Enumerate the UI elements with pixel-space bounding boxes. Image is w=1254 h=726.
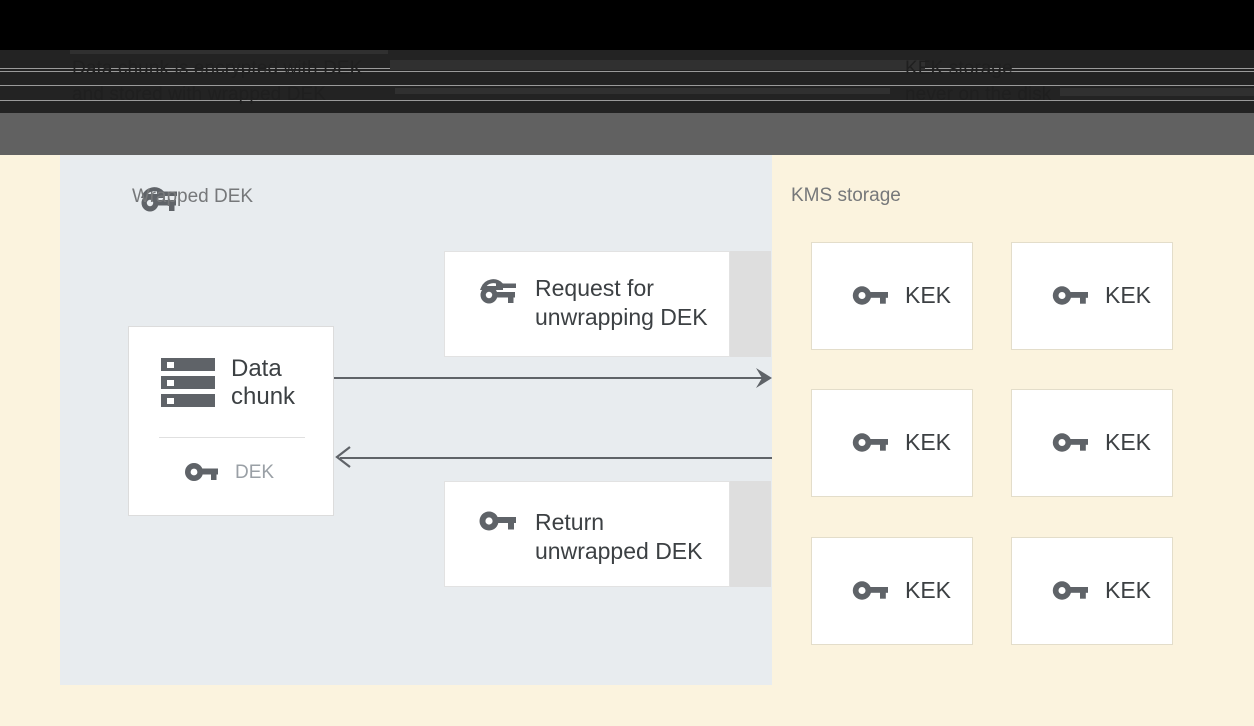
return-arrow-line bbox=[340, 457, 772, 459]
wrapped-key-icon bbox=[138, 183, 178, 213]
key-icon bbox=[185, 461, 219, 483]
data-chunk-row: Data chunk bbox=[161, 355, 295, 411]
request-arrow-head bbox=[754, 367, 774, 389]
kek-card[interactable]: KEK bbox=[1011, 537, 1173, 645]
kek-card[interactable]: KEK bbox=[811, 242, 973, 350]
kek-card[interactable]: KEK bbox=[811, 537, 973, 645]
banner-streak bbox=[395, 88, 890, 94]
kek-row: KEK bbox=[1051, 430, 1151, 455]
return-message-row: Return unwrapped DEK bbox=[477, 508, 703, 566]
dek-label: DEK bbox=[235, 461, 275, 483]
dek-row: DEK bbox=[185, 461, 274, 483]
key-icon bbox=[851, 283, 889, 308]
kek-label: KEK bbox=[905, 577, 952, 603]
kek-label: KEK bbox=[905, 429, 952, 455]
banner-streak bbox=[70, 50, 388, 54]
storage-icon bbox=[161, 355, 215, 411]
kek-label: KEK bbox=[1105, 577, 1152, 603]
kek-row: KEK bbox=[851, 578, 951, 603]
banner-streak bbox=[0, 85, 1254, 86]
banner-caption-left: Data chunk is encrypted with DEK and sto… bbox=[72, 58, 363, 105]
data-chunk-divider bbox=[159, 437, 305, 438]
key-icon bbox=[1051, 283, 1089, 308]
client-panel-title: Wrapped DEK bbox=[132, 186, 254, 207]
kek-row: KEK bbox=[851, 430, 951, 455]
key-icon bbox=[851, 430, 889, 455]
return-message-card[interactable]: Return unwrapped DEK bbox=[444, 481, 730, 587]
top-banner: Data chunk is encrypted with DEK and sto… bbox=[0, 0, 1254, 113]
banner-streak bbox=[0, 100, 1254, 101]
key-icon bbox=[477, 508, 517, 534]
kek-label: KEK bbox=[905, 282, 952, 308]
key-icon bbox=[1051, 430, 1089, 455]
wrapped-key-icon bbox=[477, 274, 517, 306]
request-arrow-line bbox=[334, 377, 766, 379]
banner-streak bbox=[0, 71, 1254, 72]
kms-panel-title: KMS storage bbox=[791, 185, 901, 206]
kek-row: KEK bbox=[851, 283, 951, 308]
return-message-label: Return unwrapped DEK bbox=[535, 509, 703, 564]
kek-row: KEK bbox=[1051, 578, 1151, 603]
kek-row: KEK bbox=[1051, 283, 1151, 308]
banner-streak bbox=[390, 60, 925, 70]
request-message-row: Request for unwrapping DEK bbox=[477, 274, 708, 332]
kek-card[interactable]: KEK bbox=[1011, 389, 1173, 497]
key-icon bbox=[851, 578, 889, 603]
data-chunk-label: Data chunk bbox=[231, 355, 296, 410]
banner-streak bbox=[1060, 88, 1254, 96]
kek-label: KEK bbox=[1105, 282, 1152, 308]
grey-divider-strip bbox=[0, 113, 1254, 155]
banner-caption-right: KEK storage never on the disk bbox=[905, 58, 1052, 105]
request-message-card[interactable]: Request for unwrapping DEK bbox=[444, 251, 730, 357]
key-icon bbox=[1051, 578, 1089, 603]
return-arrow-head bbox=[334, 446, 352, 468]
kek-label: KEK bbox=[1105, 429, 1152, 455]
data-chunk-card[interactable]: Data chunk DEK bbox=[128, 326, 334, 516]
kek-card[interactable]: KEK bbox=[811, 389, 973, 497]
kek-card[interactable]: KEK bbox=[1011, 242, 1173, 350]
request-message-label: Request for unwrapping DEK bbox=[535, 275, 708, 330]
